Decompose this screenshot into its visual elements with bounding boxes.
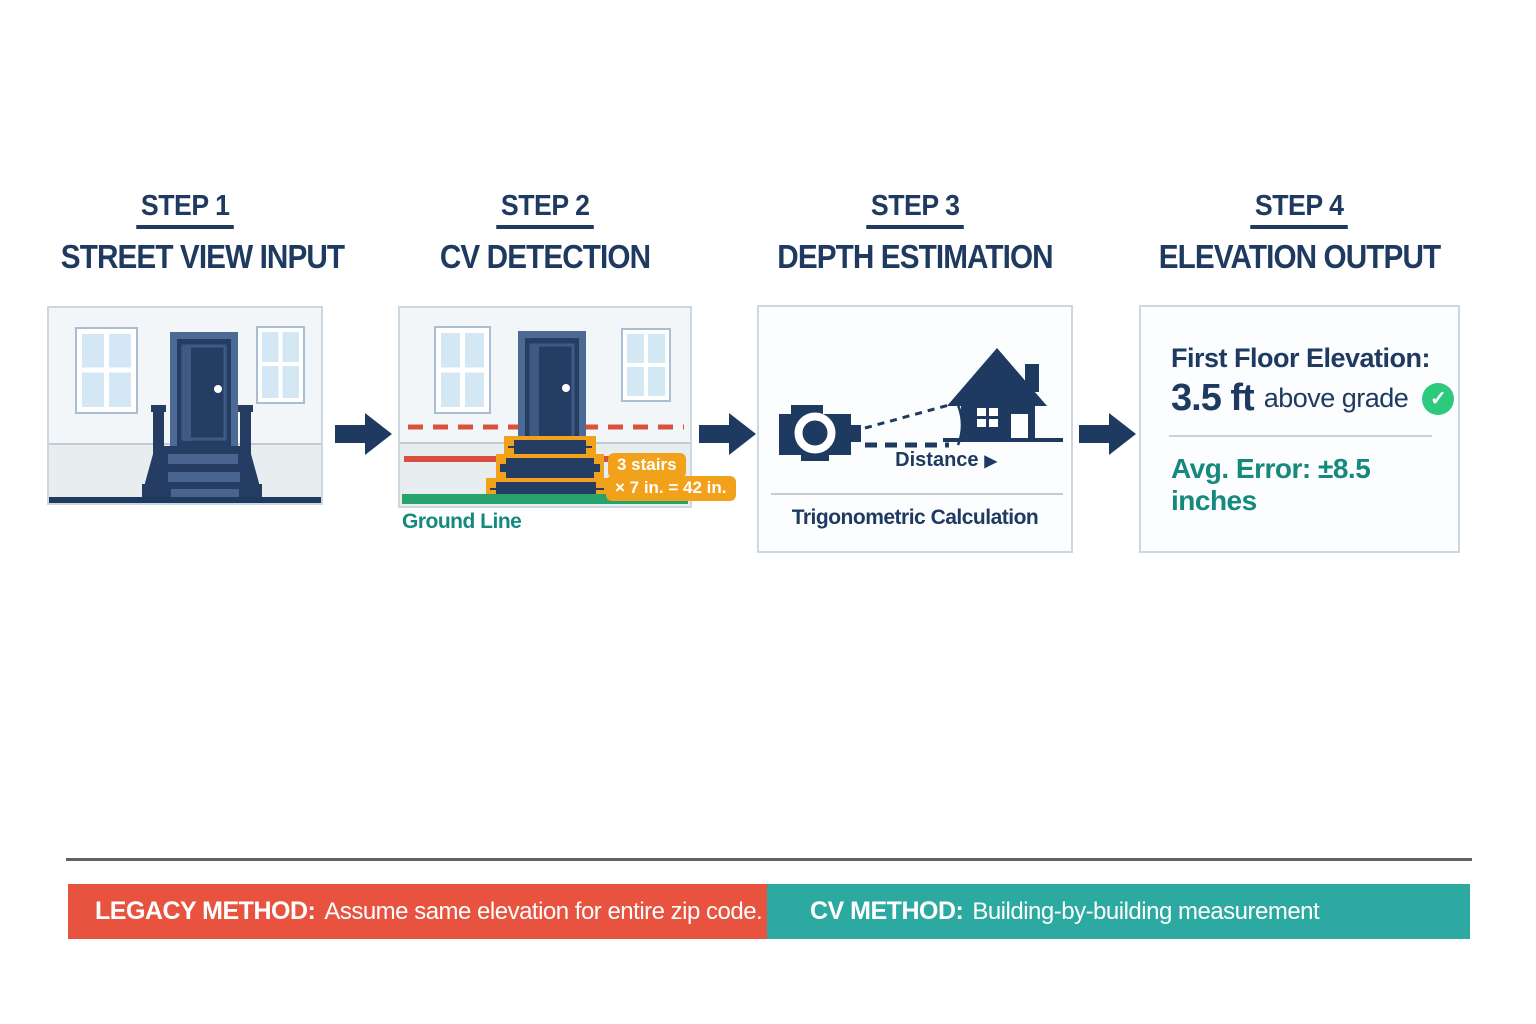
cv-method-label: CV METHOD:	[810, 897, 964, 925]
front-door-icon	[170, 332, 238, 446]
first-floor-elevation-label: First Floor Elevation:	[1171, 343, 1431, 373]
step2-title: STEP 2	[496, 190, 594, 229]
left-window-icon	[434, 326, 491, 414]
cv-method-bar: CV METHOD: Building-by-building measurem…	[767, 884, 1470, 939]
step4-title: STEP 4	[1250, 190, 1349, 229]
street-view-panel	[47, 306, 323, 505]
step2-header: STEP 2 CV DETECTION	[398, 190, 692, 276]
flow-arrow-icon-2	[699, 413, 756, 455]
stair-height-calc-badge: × 7 in. = 42 in.	[606, 476, 736, 501]
legacy-method-text: Assume same elevation for entire zip cod…	[324, 897, 763, 925]
step1-header: STEP 1 STREET VIEW INPUT	[47, 190, 345, 276]
elevation-suffix: above grade	[1263, 383, 1409, 413]
check-circle-icon: ✓	[1422, 382, 1455, 415]
step1-subtitle: STREET VIEW INPUT	[60, 238, 345, 275]
depth-estimation-panel: Distance ▶ Trigonometric Calculation	[757, 305, 1073, 553]
step4-subtitle: ELEVATION OUTPUT	[1158, 238, 1441, 275]
avg-error-text: Avg. Error: ±8.5 inches	[1171, 453, 1371, 516]
right-window-icon	[256, 326, 305, 404]
detected-stairs-icon	[486, 436, 608, 500]
flow-arrow-icon-3	[1079, 413, 1136, 455]
house-icon	[943, 348, 1063, 442]
step1-title: STEP 1	[136, 190, 234, 229]
step3-title: STEP 3	[866, 190, 964, 229]
camera-to-house-diagram	[779, 348, 1063, 461]
ground-line-detection	[402, 494, 688, 504]
elevation-output-panel: First Floor Elevation: 3.5 ft above grad…	[1139, 305, 1460, 553]
elevation-value: 3.5 ft	[1171, 377, 1255, 419]
legacy-method-bar: LEGACY METHOD: Assume same elevation for…	[68, 884, 767, 939]
left-window-icon	[75, 327, 138, 414]
step3-header: STEP 3 DEPTH ESTIMATION	[757, 190, 1073, 276]
camera-icon	[779, 405, 861, 461]
house-facade-illustration	[49, 308, 321, 503]
panel-divider	[771, 493, 1063, 495]
footer-divider-rule	[66, 858, 1472, 861]
ground-baseline	[49, 497, 321, 503]
legacy-method-label: LEGACY METHOD:	[95, 897, 316, 925]
step4-header: STEP 4 ELEVATION OUTPUT	[1139, 190, 1460, 276]
distance-label: Distance	[895, 449, 979, 471]
ground-line-label: Ground Line	[402, 510, 522, 533]
stairs-count-badge: 3 stairs	[608, 453, 686, 478]
elevation-value-row: 3.5 ft above grade ✓	[1171, 377, 1455, 420]
front-door-icon	[518, 331, 586, 445]
distance-arrow-icon: ▶	[984, 453, 997, 470]
cv-method-text: Building-by-building measurement	[972, 897, 1320, 925]
panel-divider	[1169, 435, 1432, 437]
front-stairs-icon	[142, 405, 262, 503]
distance-label-row: Distance ▶	[759, 449, 1071, 472]
step2-subtitle: CV DETECTION	[439, 238, 651, 275]
house-facade-detection-illustration	[400, 308, 690, 506]
flow-arrow-icon-1	[335, 413, 392, 455]
step3-subtitle: DEPTH ESTIMATION	[777, 238, 1053, 275]
trig-calculation-caption: Trigonometric Calculation	[791, 506, 1039, 529]
right-window-icon	[621, 328, 671, 402]
